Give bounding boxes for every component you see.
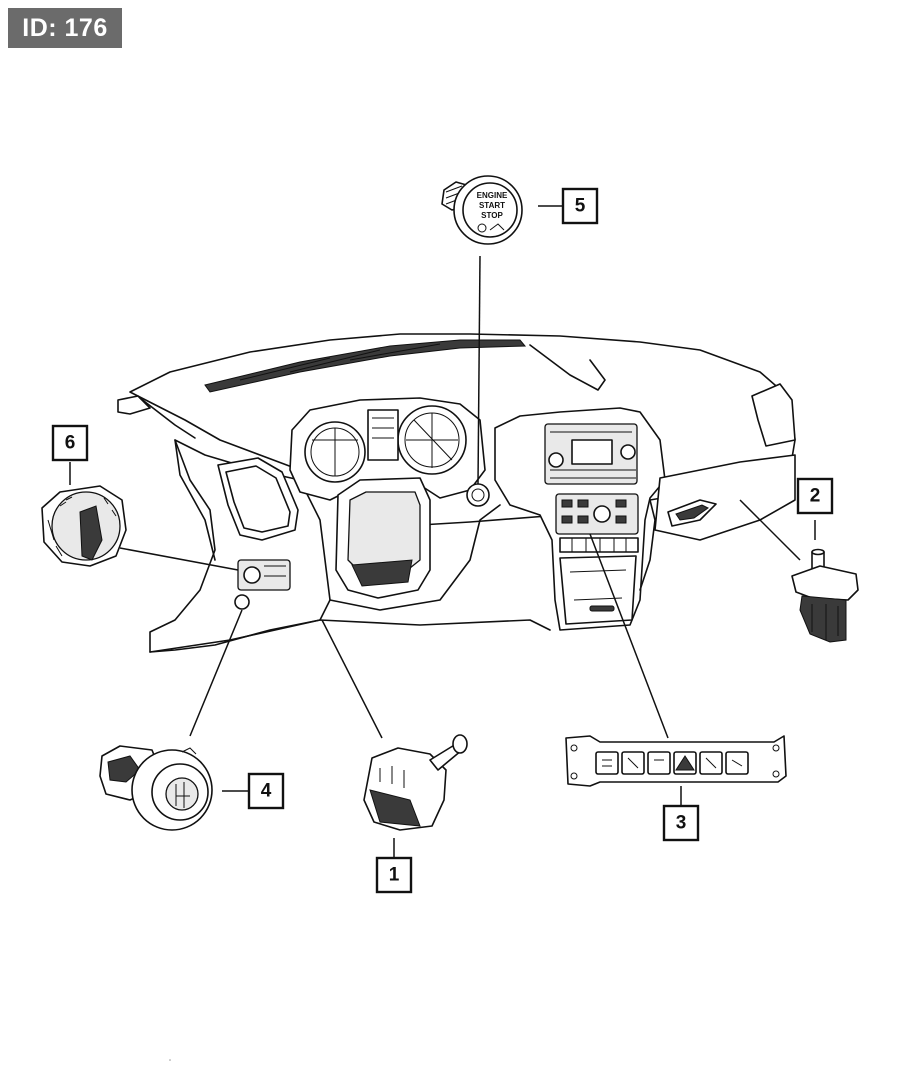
- callout-2: 2: [796, 477, 834, 515]
- stop-label: STOP: [481, 211, 503, 220]
- leader-lines: [69, 205, 816, 858]
- callout-3-number: 3: [676, 813, 687, 834]
- callout-5-number: 5: [575, 196, 586, 217]
- switch-bank: [565, 735, 787, 787]
- ignition-switch: [99, 745, 213, 831]
- headlamp-switch: [41, 485, 127, 567]
- callout-4-number: 4: [261, 781, 272, 802]
- callout-3: 3: [662, 804, 700, 842]
- dashboard-illustration: [117, 333, 796, 653]
- callout-2-number: 2: [810, 486, 821, 507]
- engine-label: ENGINE: [477, 191, 508, 200]
- callout-5: 5: [561, 187, 599, 225]
- callout-6-number: 6: [65, 433, 76, 454]
- start-label: START: [479, 201, 505, 210]
- callout-4: 4: [247, 772, 285, 810]
- callout-6: 6: [51, 424, 89, 462]
- callout-1-number: 1: [389, 865, 400, 886]
- callout-1: 1: [375, 856, 413, 894]
- engine-start-stop-button: ENGINE START STOP: [441, 175, 523, 245]
- brake-lamp-switch: [363, 734, 468, 831]
- id-badge: ID: 176: [8, 8, 122, 48]
- stray-dot: [169, 1059, 171, 1061]
- switch-part-2: [791, 548, 859, 643]
